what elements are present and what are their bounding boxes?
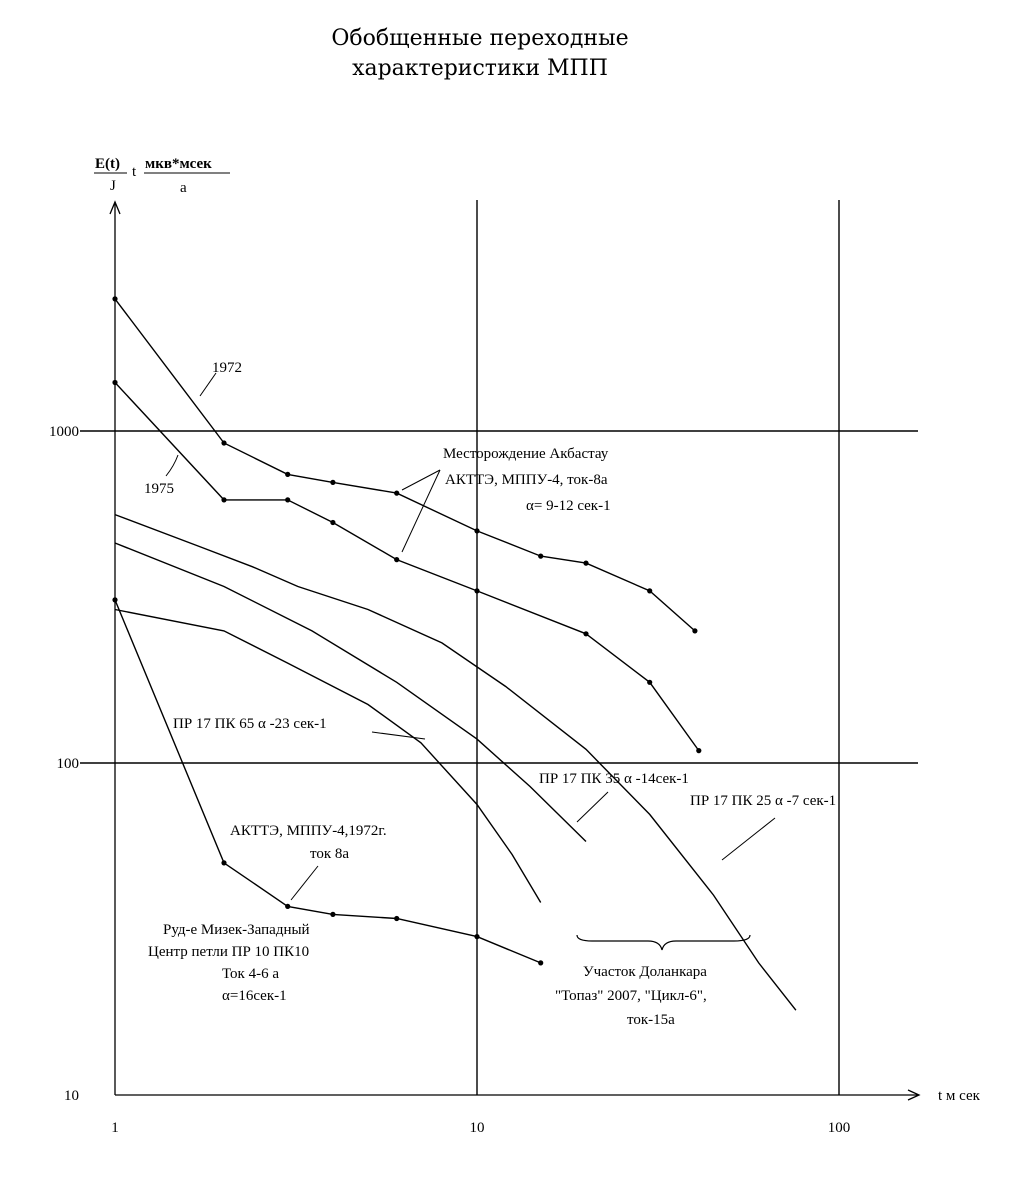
point-s1975-0	[112, 379, 118, 386]
mizek-curve-line-1: АКТТЭ, МППУ-4,1972г.	[230, 823, 387, 839]
y-tick-label-100: 100	[57, 756, 80, 772]
label-mizek-site: Руд-е Мизек-Западный Центр петли ПР 10 П…	[148, 922, 310, 1004]
dolankara-brace	[576, 934, 751, 951]
series-line-s1972	[114, 298, 696, 632]
point-s1972-0	[112, 296, 118, 302]
point-s1972-8	[647, 588, 653, 594]
chart-title: Обобщенные переходные характеристики МПП	[0, 24, 960, 84]
series-line-pk35	[114, 542, 587, 842]
tick-labels: 1 10 100 10 100 1000	[49, 424, 850, 1136]
leader-akbastau-2	[401, 469, 441, 553]
x-tick-label-1: 1	[111, 1120, 119, 1136]
leader-mizek	[290, 865, 319, 901]
label-pk25: ПР 17 ПК 25 α -7 сек-1	[690, 793, 836, 861]
y-axis-arrow	[109, 200, 121, 215]
point-s1972-3	[330, 479, 336, 485]
point-s1972-1	[221, 440, 227, 446]
akbastau-alpha: α= 9-12 сек-1	[526, 498, 611, 514]
dolankara-line-2: "Топаз" 2007, "Цикл-6",	[555, 988, 707, 1004]
point-mizek-0	[112, 597, 118, 603]
label-pk35: ПР 17 ПК 35 α -14сек-1	[539, 771, 689, 823]
title-line-2: характеристики МПП	[352, 56, 608, 81]
mizek-site-line-1: Руд-е Мизек-Западный	[163, 922, 310, 938]
pk25-text: ПР 17 ПК 25 α -7 сек-1	[690, 793, 836, 809]
point-s1975-7	[647, 679, 653, 685]
point-s1975-6	[583, 631, 589, 637]
akbastau-line-2: АКТТЭ, МППУ-4, ток-8а	[445, 472, 608, 488]
point-mizek-5	[474, 934, 480, 940]
point-s1975-8	[696, 748, 702, 754]
leader-pk35	[576, 791, 609, 823]
series-label-1975: 1975	[144, 481, 174, 497]
label-akbastau: Месторождение Акбастау АКТТЭ, МППУ-4, то…	[401, 446, 611, 553]
point-s1975-2	[285, 497, 291, 503]
y-label-denominator: J	[110, 178, 116, 194]
y-label-unit-numerator: мкв*мсек	[145, 156, 212, 172]
mizek-site-line-3: Ток 4-6 а	[222, 966, 279, 982]
point-s1972-4	[394, 490, 400, 496]
x-axis-arrow	[907, 1089, 921, 1101]
akbastau-line-1: Месторождение Акбастау	[443, 446, 609, 462]
label-mizek-curve: АКТТЭ, МППУ-4,1972г. ток 8а	[230, 823, 387, 901]
y-axis-label: E(t) J t мкв*мсек a	[94, 156, 230, 196]
akbastau-line-3: α= 9-12 сек-1	[526, 498, 611, 514]
label-1972: 1972	[199, 360, 242, 397]
leader-akbastau-1	[401, 469, 441, 491]
y-label-numerator: E(t)	[95, 156, 120, 172]
label-dolankara: Участок Доланкара "Топаз" 2007, "Цикл-6"…	[555, 934, 751, 1028]
series-line-pk65	[114, 608, 542, 903]
point-s1975-4	[394, 557, 400, 563]
point-mizek-4	[394, 915, 400, 922]
series-line-pk25	[114, 513, 797, 1011]
label-1975: 1975	[144, 454, 179, 497]
leader-1972	[199, 372, 217, 397]
series-line-s1975	[114, 382, 700, 752]
mizek-site-line-2: Центр петли ПР 10 ПК10	[148, 944, 309, 960]
mizek-curve-line-2: ток 8а	[310, 846, 349, 862]
dolankara-line-3: ток-15а	[627, 1012, 675, 1028]
x-tick-label-10: 10	[470, 1120, 485, 1136]
axes	[109, 200, 921, 1101]
title-line-1: Обобщенные переходные	[331, 26, 629, 51]
point-mizek-1	[221, 860, 227, 866]
pk65-text: ПР 17 ПК 65 α -23 сек-1	[173, 716, 327, 732]
point-s1972-6	[538, 553, 544, 559]
y-tick-label-1000: 1000	[49, 424, 79, 440]
point-s1975-3	[330, 519, 336, 526]
point-s1972-9	[692, 628, 698, 634]
mizek-site-line-4: α=16сек-1	[222, 988, 287, 1004]
point-s1972-2	[285, 471, 291, 477]
point-s1975-1	[221, 497, 227, 503]
point-mizek-3	[330, 911, 336, 918]
point-s1975-5	[474, 588, 480, 594]
point-mizek-2	[285, 903, 291, 910]
leader-1975	[165, 454, 179, 477]
series-group	[112, 296, 797, 1011]
point-mizek-6	[538, 960, 544, 966]
label-pk65: ПР 17 ПК 65 α -23 сек-1	[173, 716, 426, 740]
point-s1972-7	[583, 560, 589, 566]
leader-pk25	[721, 817, 776, 861]
dolankara-line-1: Участок Доланкара	[583, 964, 707, 980]
leader-pk65	[371, 731, 426, 740]
y-label-t: t	[132, 164, 137, 180]
x-tick-label-100: 100	[828, 1120, 851, 1136]
y-tick-label-10: 10	[64, 1088, 79, 1104]
grid-lines	[80, 200, 918, 1095]
y-label-unit-denominator: a	[180, 180, 187, 196]
x-axis-label: t м сек	[938, 1088, 981, 1104]
point-s1972-5	[474, 528, 480, 534]
pk35-text: ПР 17 ПК 35 α -14сек-1	[539, 771, 689, 787]
series-label-1972: 1972	[212, 360, 242, 376]
